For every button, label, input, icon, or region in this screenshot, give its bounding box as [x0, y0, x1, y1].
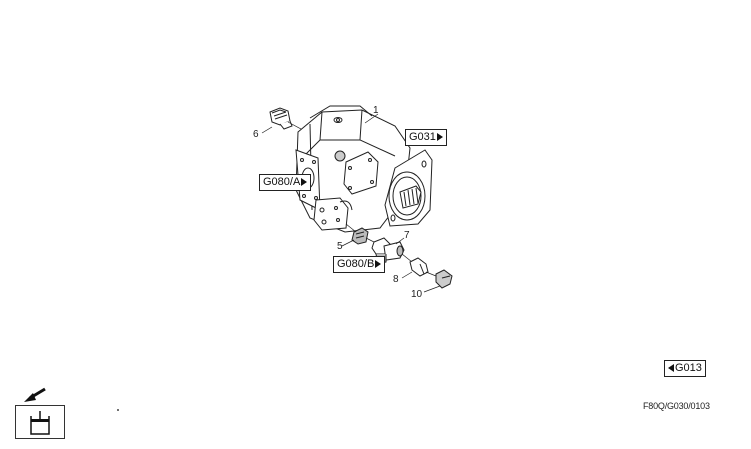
part-8-adapter	[409, 257, 429, 277]
ref-link-g031[interactable]: G031	[405, 129, 447, 146]
ref-link-g013[interactable]: G013	[664, 360, 706, 377]
ref-label-g013: G013	[675, 362, 702, 374]
callout-1: 1	[373, 105, 379, 116]
callout-7: 7	[404, 230, 410, 241]
document-code: F80Q/G030/0103	[643, 401, 710, 411]
part-6-plug	[269, 107, 293, 130]
ref-label-g031: G031	[409, 131, 436, 143]
ref-link-g080b[interactable]: G080/B	[333, 256, 386, 273]
ref-link-g080a[interactable]: G080/A	[259, 174, 312, 191]
part-10-plug	[435, 269, 453, 289]
hydraulic-cylinder-icon	[15, 405, 65, 439]
part-1-pump-body	[295, 105, 433, 233]
callout-10: 10	[411, 289, 423, 300]
stray-dot	[117, 409, 119, 411]
ref-label-g080a: G080/A	[263, 176, 301, 188]
callout-5: 5	[337, 241, 343, 252]
callout-6: 6	[253, 129, 259, 140]
ref-label-g080b: G080/B	[337, 258, 375, 270]
callout-8: 8	[393, 274, 399, 285]
